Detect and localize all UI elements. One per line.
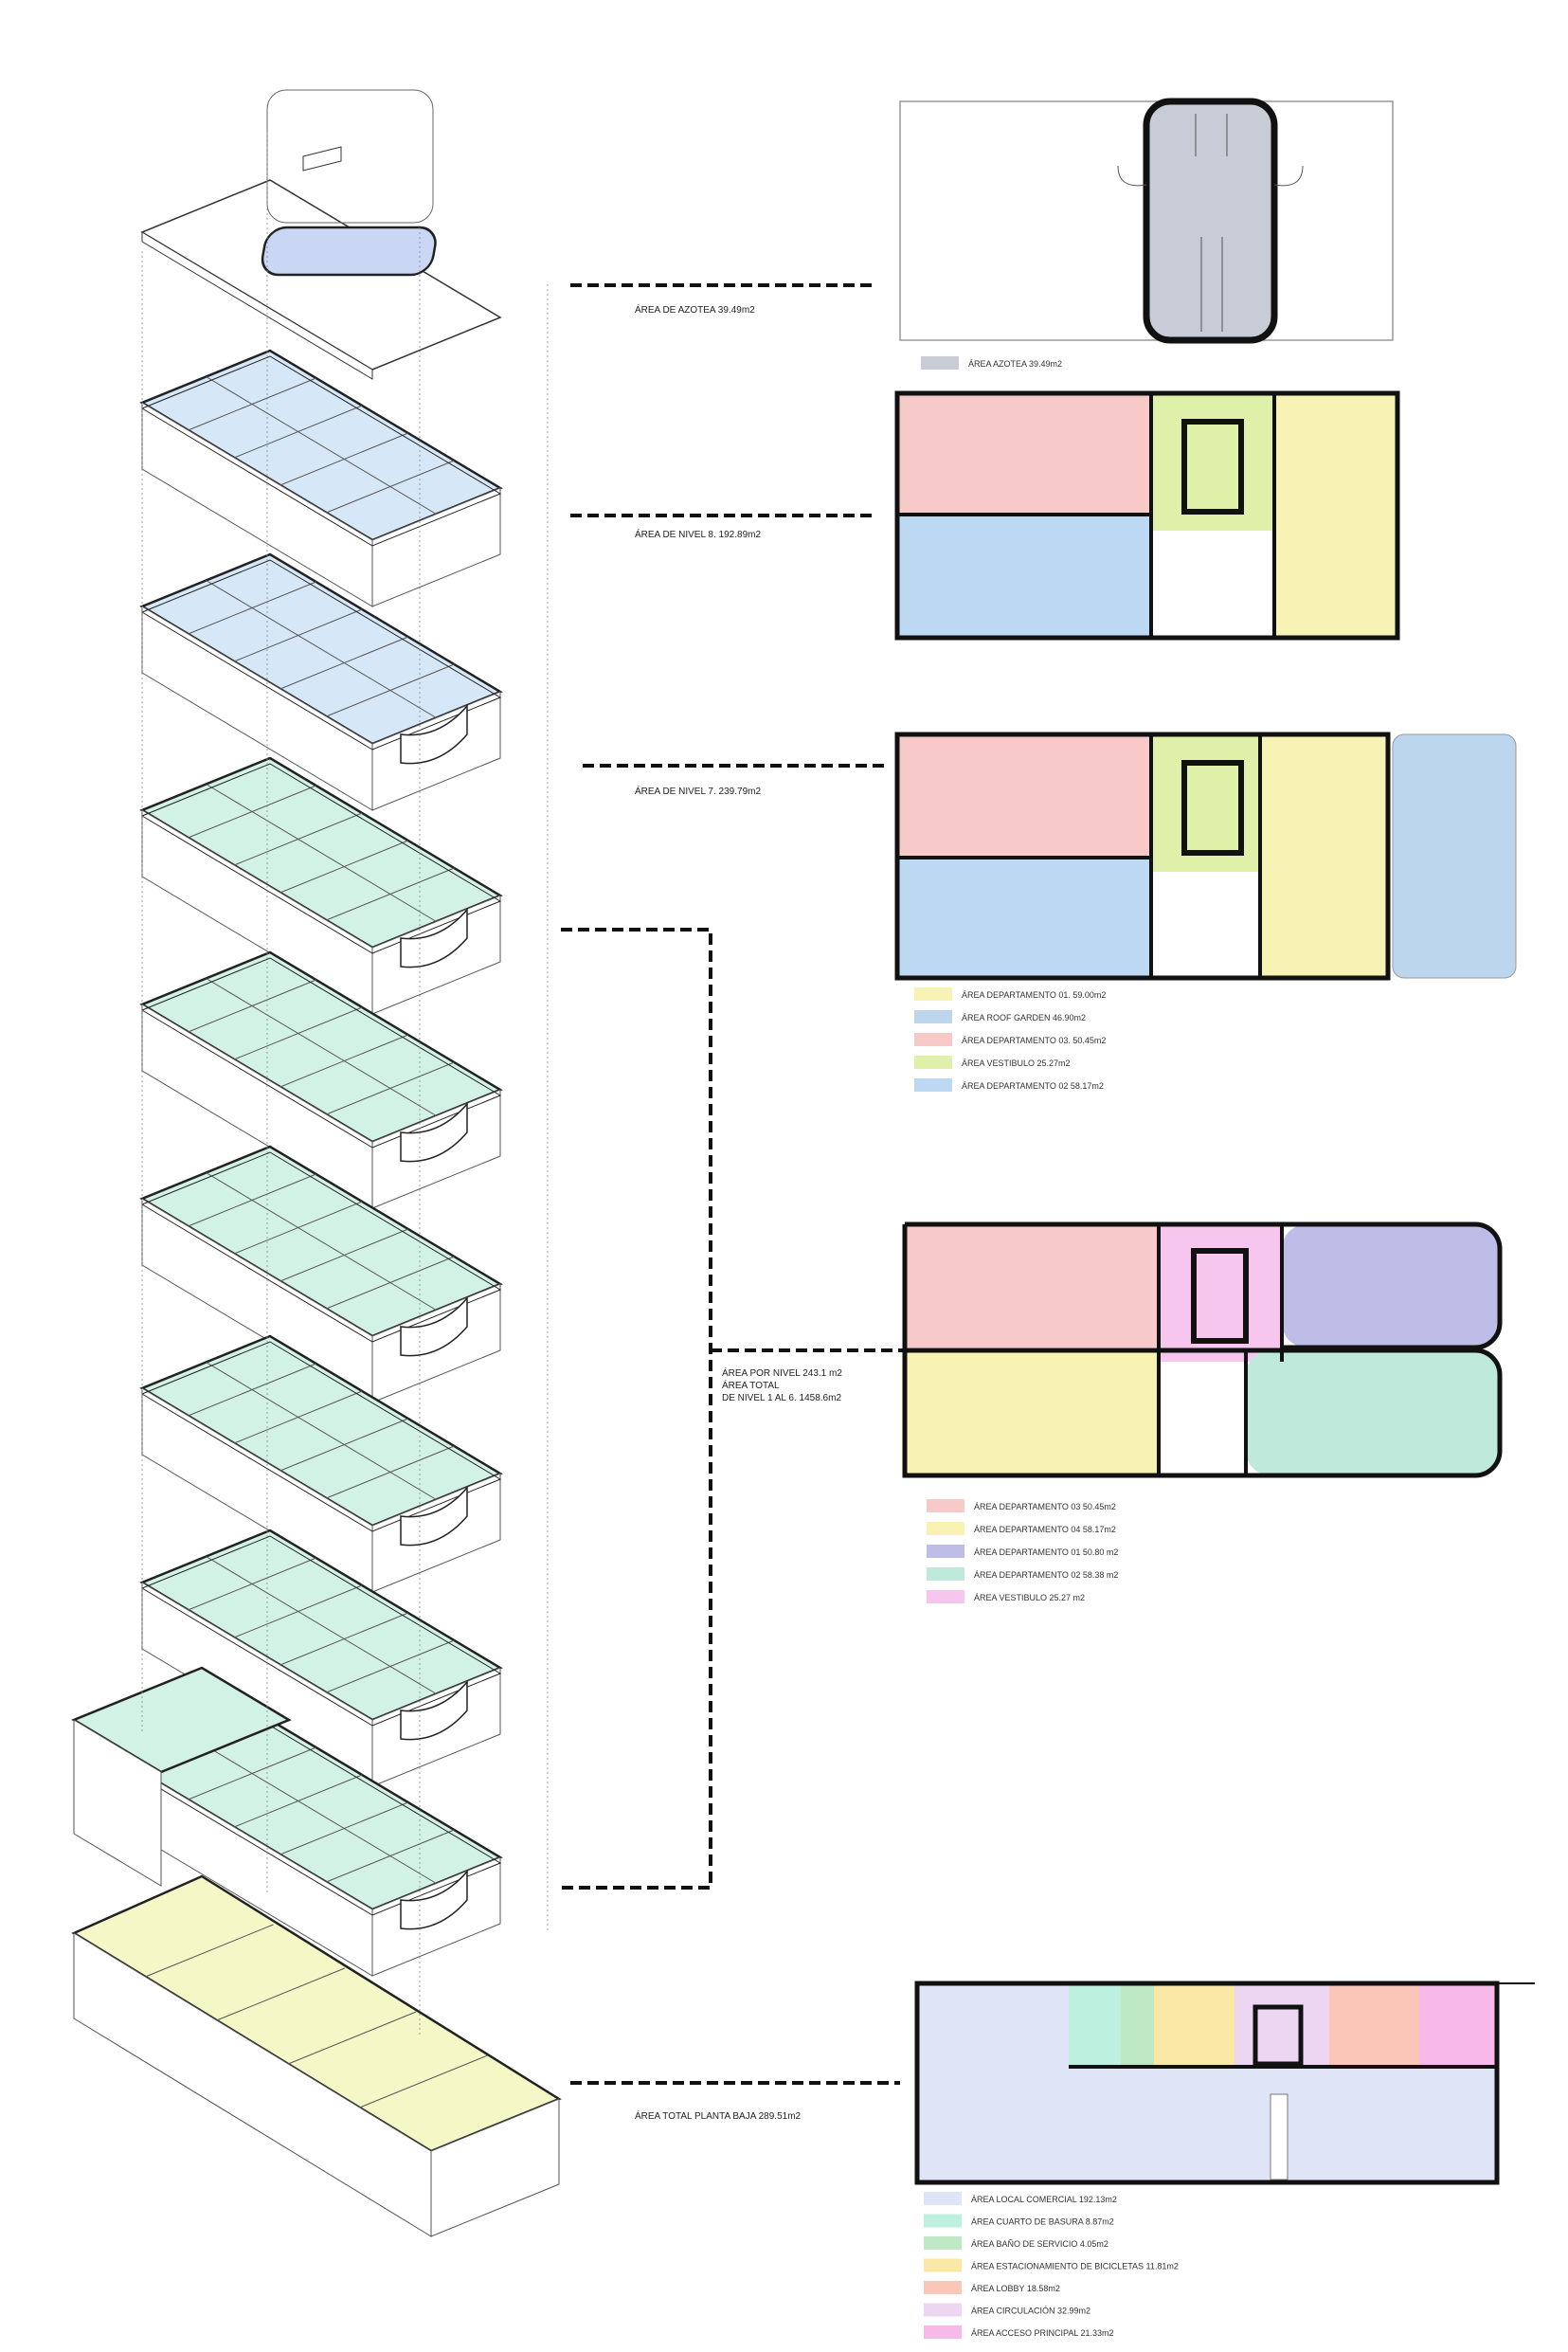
legend-swatch — [924, 2192, 962, 2205]
legend-item: ÁREA BAÑO DE SERVICIO 4.05m2 — [924, 2236, 1108, 2250]
legend-swatch — [924, 2214, 962, 2228]
legend-swatch — [927, 1522, 964, 1535]
nivel8-area-label: ÁREA DE NIVEL 8. 192.89m2 — [635, 528, 761, 540]
legend-swatch — [924, 2303, 962, 2317]
legend-swatch — [914, 1010, 952, 1023]
tower-slab-tipico-5 — [139, 950, 503, 1209]
legend-item: ÁREA DEPARTAMENTO 01. 59.00m2 — [914, 987, 1106, 1001]
plan-nivel7 — [894, 732, 1517, 981]
legend-label: ÁREA BAÑO DE SERVICIO 4.05m2 — [971, 2239, 1108, 2249]
plan-planta-baja — [914, 1981, 1535, 2185]
legend-label: ÁREA CUARTO DE BASURA 8.87m2 — [971, 2217, 1114, 2227]
legend-label: ÁREA DEPARTAMENTO 02 58.17m2 — [962, 1081, 1104, 1091]
tower-slab-nivel8 — [139, 349, 503, 607]
legend-swatch — [924, 2236, 962, 2250]
legend-item: ÁREA DEPARTAMENTO 03 50.45m2 — [927, 1499, 1116, 1512]
legend-label: ÁREA DEPARTAMENTO 01. 59.00m2 — [962, 990, 1106, 1000]
legend-swatch — [914, 987, 952, 1001]
legend-item: ÁREA DEPARTAMENTO 04 58.17m2 — [927, 1522, 1116, 1535]
planta-baja-area-label: ÁREA TOTAL PLANTA BAJA 289.51m2 — [635, 2109, 802, 2122]
legend-swatch — [914, 1033, 952, 1046]
legend-label: ÁREA DEPARTAMENTO 01 50.80 m2 — [974, 1547, 1118, 1557]
legend-azotea: ÁREA AZOTEA 39.49m2 — [921, 356, 1062, 370]
plan-nivel8 — [894, 390, 1400, 641]
legend-item: ÁREA ROOF GARDEN 46.90m2 — [914, 1010, 1086, 1023]
tower-roof — [140, 89, 502, 380]
legend-label: ÁREA DEPARTAMENTO 02 58.38 m2 — [974, 1570, 1118, 1580]
legend-label: ÁREA DEPARTAMENTO 03. 50.45m2 — [962, 1036, 1106, 1045]
nivel7-area-label: ÁREA DE NIVEL 7. 239.79m2 — [635, 785, 761, 797]
legend-label: ÁREA VESTIBULO 25.27m2 — [962, 1058, 1071, 1068]
legend-label: ÁREA AZOTEA 39.49m2 — [968, 359, 1062, 369]
legend-swatch — [921, 356, 959, 370]
tipico-area-label-1: ÁREA POR NIVEL 243.1 m2 — [722, 1366, 842, 1379]
leader-lines — [561, 283, 905, 2085]
legend-swatch — [914, 1056, 952, 1069]
legend-item: ÁREA LOBBY 18.58m2 — [924, 2281, 1060, 2294]
legend-swatch — [914, 1078, 952, 1092]
legend-item: ÁREA VESTIBULO 25.27m2 — [914, 1056, 1071, 1069]
legend-item: ÁREA DEPARTAMENTO 03. 50.45m2 — [914, 1033, 1106, 1046]
legend-swatch — [927, 1567, 964, 1581]
tower-slab-tipico-6 — [139, 756, 503, 1015]
legend-item: ÁREA ACCESO PRINCIPAL 21.33m2 — [924, 2325, 1114, 2339]
legend-swatch — [927, 1499, 964, 1512]
legend-swatch — [924, 2325, 962, 2339]
legend-label: ÁREA LOCAL COMERCIAL 192.13m2 — [971, 2195, 1117, 2204]
legend-item: ÁREA ESTACIONAMIENTO DE BICICLETAS 11.81… — [924, 2258, 1179, 2272]
tower-slab-tipico-2 — [139, 1529, 503, 1787]
tower-slab-nivel1-extension — [71, 1666, 292, 1887]
tower-slab-planta-baja — [71, 1874, 562, 2237]
legend-item: ÁREA CIRCULACIÓN 32.99m2 — [924, 2303, 1090, 2317]
legend-label: ÁREA ESTACIONAMIENTO DE BICICLETAS 11.81… — [971, 2262, 1179, 2271]
legend-label: ÁREA ACCESO PRINCIPAL 21.33m2 — [971, 2328, 1114, 2338]
legend-label: ÁREA DEPARTAMENTO 04 58.17m2 — [974, 1525, 1116, 1534]
legend-item: ÁREA VESTIBULO 25.27 m2 — [927, 1590, 1085, 1603]
legend-swatch — [927, 1590, 964, 1603]
leader-tipico — [561, 928, 712, 1890]
exploded-tower — [71, 89, 562, 2237]
legend-item: ÁREA DEPARTAMENTO 02 58.38 m2 — [927, 1567, 1118, 1581]
tipico-area-label-2: ÁREA TOTAL — [722, 1379, 780, 1391]
legend-label: ÁREA ROOF GARDEN 46.90m2 — [962, 1013, 1086, 1022]
tipico-area-label-3: DE NIVEL 1 AL 6. 1458.6m2 — [722, 1393, 841, 1403]
tower-slab-tipico-4 — [139, 1145, 503, 1403]
legend-label: ÁREA CIRCULACIÓN 32.99m2 — [971, 2307, 1090, 2316]
legend-label: ÁREA LOBBY 18.58m2 — [971, 2284, 1060, 2293]
plan-azotea — [899, 98, 1394, 344]
legend-item: ÁREA DEPARTAMENTO 02 58.17m2 — [914, 1078, 1104, 1092]
legend-label: ÁREA VESTIBULO 25.27 m2 — [974, 1593, 1085, 1602]
legend-item: ÁREA CUARTO DE BASURA 8.87m2 — [924, 2214, 1114, 2228]
legend-item: ÁREA AZOTEA 39.49m2 — [921, 356, 1062, 370]
legend-swatch — [924, 2281, 962, 2294]
legend-item: ÁREA LOCAL COMERCIAL 192.13m2 — [924, 2192, 1117, 2205]
legend-label: ÁREA DEPARTAMENTO 03 50.45m2 — [974, 1502, 1116, 1511]
tower-guide-lines — [141, 133, 549, 2037]
tower-slab-nivel7 — [139, 552, 503, 811]
legend-item: ÁREA DEPARTAMENTO 01 50.80 m2 — [927, 1545, 1118, 1558]
legend-swatch — [927, 1545, 964, 1558]
plan-tipico — [902, 1221, 1503, 1478]
legend-swatch — [924, 2258, 962, 2272]
tower-slab-tipico-3 — [139, 1334, 503, 1593]
azotea-area-label: ÁREA DE AZOTEA 39.49m2 — [635, 303, 755, 316]
